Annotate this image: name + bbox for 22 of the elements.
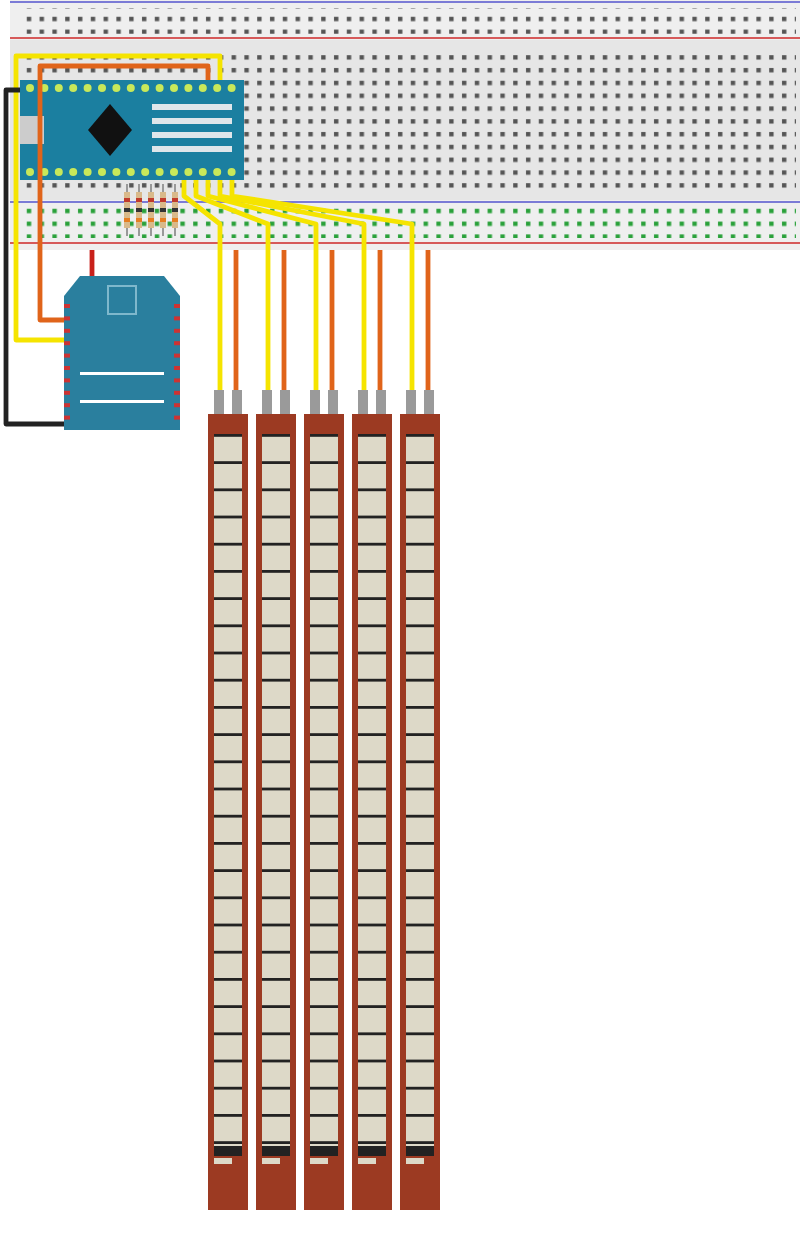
flex-sensor (256, 390, 296, 1210)
wire (229, 180, 415, 390)
wire (425, 250, 431, 390)
wire (329, 250, 335, 390)
wire (37, 63, 211, 323)
wire (233, 250, 239, 390)
breadboard (10, 0, 800, 250)
wire (13, 53, 223, 343)
microcontroller-board (20, 80, 244, 180)
wire (281, 250, 287, 390)
flex-sensor (400, 390, 440, 1210)
wire (3, 87, 64, 427)
wire (217, 180, 367, 390)
wire (89, 250, 95, 276)
flex-sensor (208, 390, 248, 1210)
wire (193, 180, 271, 390)
flex-sensor (352, 390, 392, 1210)
wire (377, 250, 383, 390)
wire (205, 180, 319, 390)
radio-module (64, 276, 180, 430)
wire (181, 180, 223, 390)
flex-sensor (304, 390, 344, 1210)
